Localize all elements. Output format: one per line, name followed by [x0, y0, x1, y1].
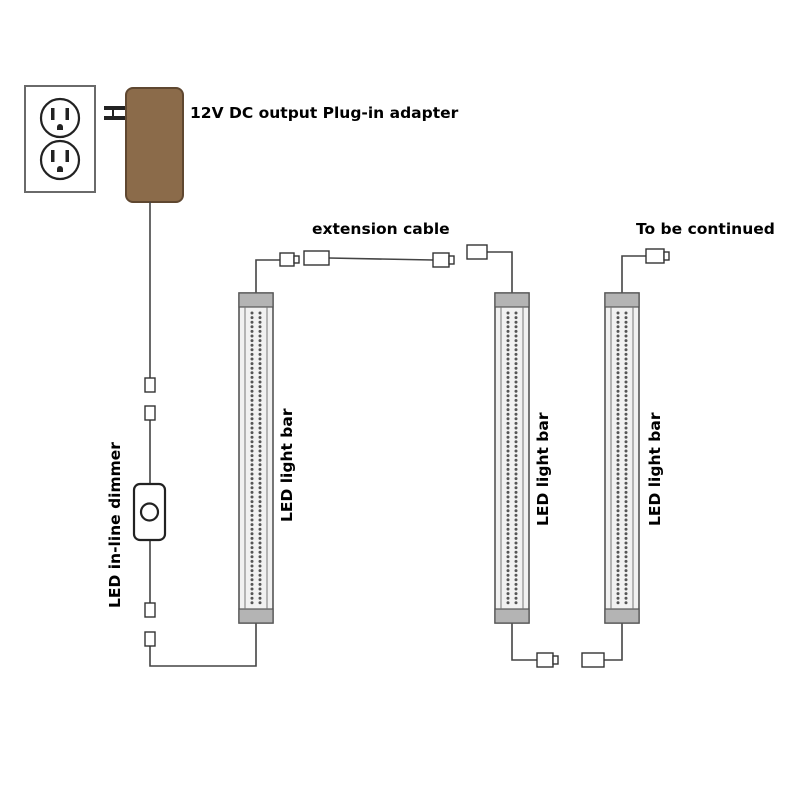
dimmer-label: LED in-line dimmer	[106, 442, 124, 608]
inline-dimmer	[132, 482, 167, 542]
bar-end-cap-bottom	[238, 608, 274, 624]
extension-plug-right	[432, 252, 450, 268]
bar-end-cap-top	[238, 292, 274, 308]
connector-bar3-bottom	[581, 652, 605, 668]
connector-bar3-top	[645, 248, 665, 264]
connector-a	[144, 377, 156, 393]
to-be-continued-label: To be continued	[636, 220, 775, 238]
connector-b	[144, 405, 156, 421]
connectors	[144, 244, 670, 668]
outlet-socket-top	[39, 97, 81, 139]
led-light-bar-3	[604, 292, 640, 624]
bar-end-cap-bottom	[604, 608, 640, 624]
led-strip	[506, 311, 518, 605]
dimmer-knob-icon	[139, 502, 160, 522]
bar-end-cap-top	[494, 292, 530, 308]
wiring	[149, 202, 646, 667]
extension-cable-label: extension cable	[312, 220, 450, 238]
led-strip	[616, 311, 628, 605]
plug-in-adapter	[104, 87, 184, 203]
bar-end-cap-top	[604, 292, 640, 308]
extension-plug-right-tip	[448, 255, 455, 265]
connector-bar2-bottom	[536, 652, 554, 668]
connector-bar1-top-tip	[293, 255, 300, 264]
connector-bar1-top	[279, 252, 295, 267]
light-bar-1-label: LED light bar	[278, 408, 296, 522]
extension-plug-left	[303, 250, 330, 266]
adapter-label: 12V DC output Plug-in adapter	[190, 104, 459, 122]
connector-bar2-top	[466, 244, 488, 260]
connector-bar3-top-tip	[663, 251, 670, 261]
wall-outlet	[24, 85, 96, 193]
bar-end-cap-bottom	[494, 608, 530, 624]
outlet-socket-bottom	[39, 139, 81, 181]
led-light-bar-1	[238, 292, 274, 624]
connector-bar2-bottom-tip	[552, 655, 559, 665]
led-strip	[250, 311, 262, 605]
led-light-bar-2	[494, 292, 530, 624]
light-bar-3-label: LED light bar	[646, 412, 664, 526]
connector-c	[144, 602, 156, 618]
light-bar-2-label: LED light bar	[534, 412, 552, 526]
connector-d	[144, 631, 156, 647]
